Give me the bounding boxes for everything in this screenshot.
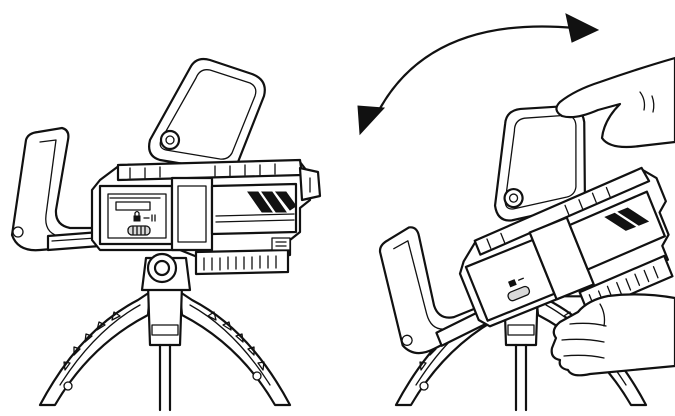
hand-icon [555, 56, 675, 149]
blaster-body [90, 158, 322, 276]
top-sight-panel [148, 57, 266, 172]
lock-icon [133, 210, 156, 222]
hand-icon [550, 293, 675, 377]
tripod-icon [38, 252, 292, 412]
rotate-arrow-icon [357, 13, 600, 136]
blaster-tilted-with-hands [357, 13, 675, 412]
blaster-on-tripod-upright [10, 57, 322, 412]
stripe-decal [247, 191, 297, 213]
stock [10, 126, 102, 252]
mode-selector-icon [127, 225, 151, 236]
